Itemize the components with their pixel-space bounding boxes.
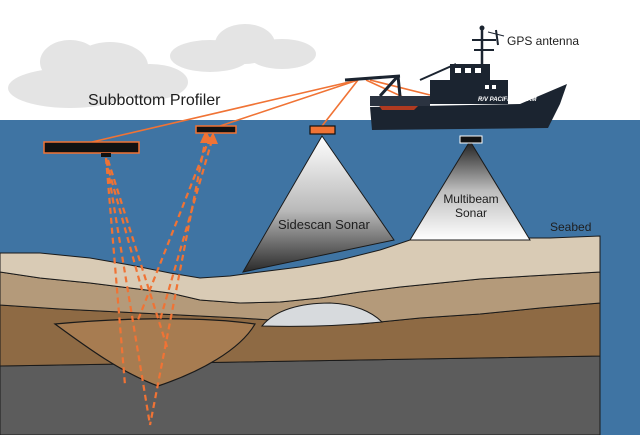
multibeam-sonar-beam <box>409 140 531 241</box>
towfish-icon <box>309 125 336 135</box>
sidescan-sonar-label: Sidescan Sonar <box>278 217 370 232</box>
sediment-lens <box>260 302 384 327</box>
subbottom-signals <box>104 136 214 426</box>
multibeam-sonar-label: Multibeam Sonar <box>437 192 505 221</box>
towfish-icon <box>43 141 140 157</box>
multibeam-label-line1: Multibeam <box>443 192 499 206</box>
multibeam-transducer <box>459 135 483 144</box>
gps-antenna-label: GPS antenna <box>507 34 580 48</box>
cloud-icon <box>8 40 188 108</box>
tow-cables <box>91 79 431 143</box>
towfish-icon <box>195 125 237 134</box>
signal-arrowheads <box>200 130 218 144</box>
subbottom-profiler-label: Subbottom Profiler <box>88 92 221 109</box>
cloud-icon <box>170 24 316 72</box>
multibeam-label-line2: Sonar <box>454 205 488 220</box>
seabed-top-layer <box>0 235 601 304</box>
basement-layer <box>0 355 601 435</box>
ship-name-label: R/V PACIFIC STORM <box>478 97 537 103</box>
basin-fill <box>53 318 256 387</box>
seabed-label: Seabed <box>550 220 592 234</box>
ship-icon <box>344 25 567 130</box>
sidescan-sonar-beam <box>242 135 395 273</box>
